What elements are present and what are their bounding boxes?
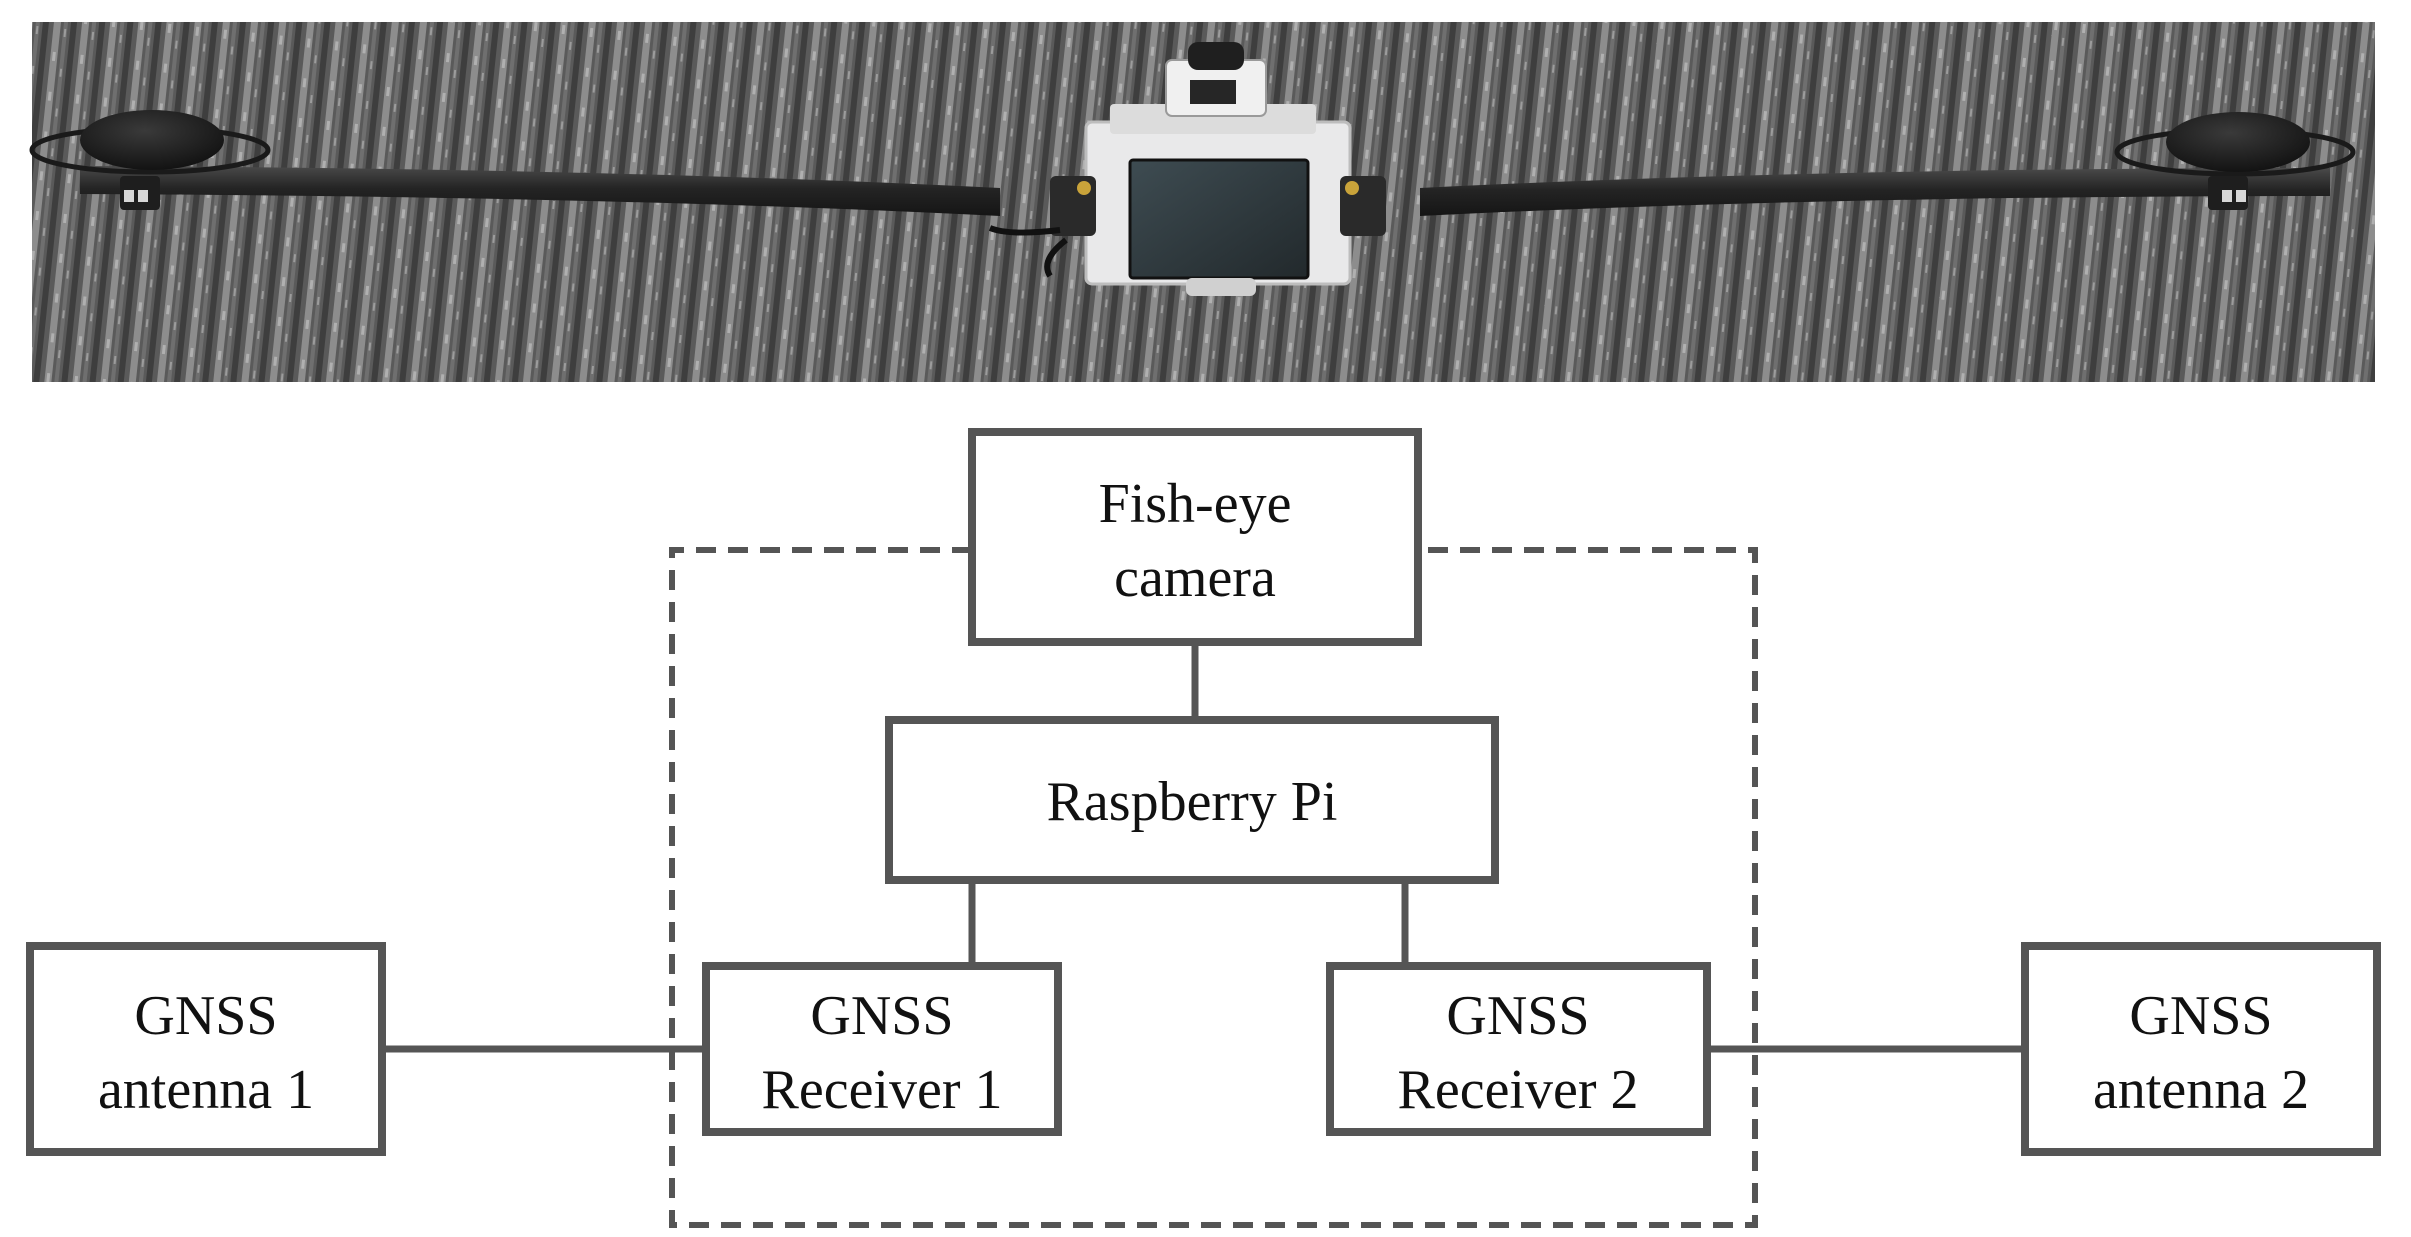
device-photo [29, 22, 2375, 382]
unit-dashed-border [669, 547, 1758, 1228]
gnss-antenna-1-box: GNSS antenna 1 [26, 942, 386, 1156]
raspberry-pi-box: Raspberry Pi [885, 716, 1499, 884]
gnss-receiver-2-label-line-2: Receiver 2 [1398, 1059, 1639, 1121]
gnss-receiver-2-label-line-1: GNSS [1446, 985, 1589, 1047]
gnss-antenna-1-label-line-1: GNSS [134, 985, 277, 1047]
raspberry-pi-label: Raspberry Pi [1047, 771, 1338, 833]
gnss-receiver-1-box: GNSS Receiver 1 [702, 962, 1062, 1136]
gnss-antenna-2-label-line-1: GNSS [2129, 985, 2272, 1047]
left-antenna [29, 110, 271, 210]
left-carbon-rod [80, 166, 1000, 216]
fisheye-camera-label-line-2: camera [1114, 547, 1276, 609]
gnss-receiver-1-label-line-2: Receiver 1 [762, 1059, 1003, 1121]
central-unit [988, 42, 1386, 296]
gnss-antenna-2-box: GNSS antenna 2 [2021, 942, 2381, 1156]
gnss-receiver-1-label-line-1: GNSS [810, 985, 953, 1047]
gnss-receiver-2-box: GNSS Receiver 2 [1326, 962, 1711, 1136]
fisheye-camera-box: Fish-eye camera [968, 428, 1422, 646]
gnss-antenna-1-label-line-2: antenna 1 [98, 1059, 314, 1121]
right-antenna [2114, 112, 2356, 210]
right-carbon-rod [1420, 168, 2330, 216]
block-diagram: Fish-eye camera Raspberry Pi GNSS Receiv… [26, 428, 2381, 1228]
fisheye-camera-label-line-1: Fish-eye [1099, 473, 1292, 535]
gnss-antenna-2-label-line-2: antenna 2 [2093, 1059, 2309, 1121]
